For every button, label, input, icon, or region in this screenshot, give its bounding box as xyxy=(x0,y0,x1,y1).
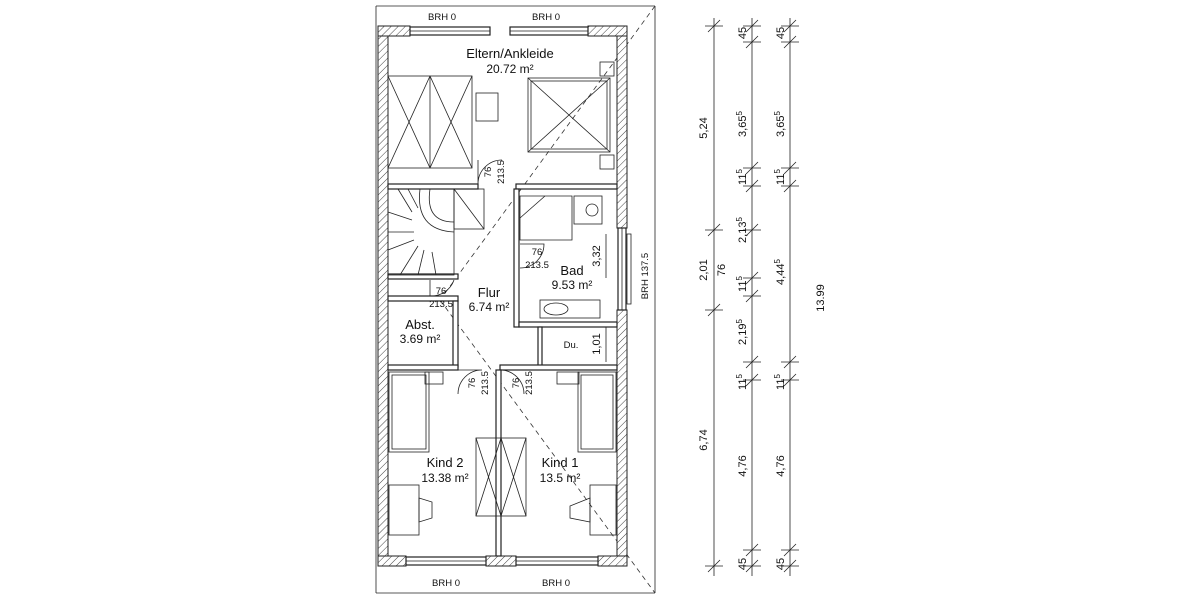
room-area-abst: 3.69 m² xyxy=(400,332,441,346)
room-name-eltern: Eltern/Ankleide xyxy=(466,46,553,61)
door-abst-height: 213.5 xyxy=(429,299,453,310)
room-name-kind1: Kind 1 xyxy=(542,455,579,470)
dim3-seg-1: 3,655 xyxy=(773,111,787,137)
dim3-seg-2: 115 xyxy=(773,169,787,185)
dimension-chain-2: 45 3,655 115 2,135 115 2,195 115 4,76 45… xyxy=(716,27,749,570)
brh-top-left: BRH 0 xyxy=(428,12,456,23)
room-name-abst: Abst. xyxy=(405,317,435,332)
dim-du-height: 1,01 xyxy=(591,333,603,354)
staircase xyxy=(387,188,485,276)
dimension-chain-3: 45 3,655 115 4,445 115 4,76 45 xyxy=(773,27,787,570)
dim2-seg-6: 115 xyxy=(735,374,749,390)
room-name-kind2: Kind 2 xyxy=(427,455,464,470)
dim1-upper: 5,24 xyxy=(698,117,710,138)
dim2-seg-1: 3,655 xyxy=(735,111,749,137)
door-eltern-height: 213.5 xyxy=(496,160,507,184)
inner-dimensions: 3,32 1,01 xyxy=(591,234,607,362)
room-name-bad: Bad xyxy=(560,263,583,278)
dim1-lower: 6,74 xyxy=(698,429,710,450)
door-kind2-height: 213.5 xyxy=(480,371,491,395)
dim2-seg-7: 4,76 xyxy=(737,455,749,476)
dimension-chain-1: 5,24 2,01 6,74 xyxy=(698,117,710,450)
bathroom-fixtures xyxy=(519,195,603,319)
dim2-seg-5: 2,195 xyxy=(735,319,749,345)
door-labels: 76 213.5 76 213.5 76 213.5 76 213.5 76 2… xyxy=(429,160,549,395)
dim3-seg-5: 4,76 xyxy=(775,455,787,476)
room-name-du: Du. xyxy=(564,340,579,351)
room-area-kind1: 13.5 m² xyxy=(540,471,581,485)
dim-total: 13.99 xyxy=(815,284,827,312)
construction-lines xyxy=(375,5,656,594)
room-area-flur: 6.74 m² xyxy=(469,300,510,314)
door-kind1-width: 76 xyxy=(511,378,522,389)
furniture-eltern xyxy=(387,61,615,170)
room-area-eltern: 20.72 m² xyxy=(486,62,533,76)
dim1-middle: 2,01 xyxy=(698,259,710,280)
door-bad-width: 76 xyxy=(532,247,543,258)
dim2-seg-8: 45 xyxy=(737,558,749,570)
brh-bottom-right: BRH 0 xyxy=(542,578,570,589)
room-area-bad: 9.53 m² xyxy=(552,278,593,292)
brh-bottom-left: BRH 0 xyxy=(432,578,460,589)
room-area-kind2: 13.38 m² xyxy=(421,471,468,485)
door-kind2-width: 76 xyxy=(467,378,478,389)
door-abst-width: 76 xyxy=(436,286,447,297)
brh-top-right: BRH 0 xyxy=(532,12,560,23)
furniture-kind xyxy=(388,371,617,536)
door-swings xyxy=(429,159,545,395)
room-name-flur: Flur xyxy=(478,285,501,300)
dim3-seg-4: 115 xyxy=(773,374,787,390)
room-labels: Eltern/Ankleide 20.72 m² Bad 9.53 m² Flu… xyxy=(400,46,593,485)
dim2-seg-2: 115 xyxy=(735,169,749,185)
door-kind1-height: 213.5 xyxy=(524,371,535,395)
dim-bad-height: 3,32 xyxy=(591,245,603,266)
dimension-lines xyxy=(705,18,799,576)
door-bad-height: 213.5 xyxy=(525,260,549,271)
door-eltern-width: 76 xyxy=(483,167,494,178)
brh-side: BRH 137.5 xyxy=(640,253,651,299)
dim2-seg-3: 2,135 xyxy=(735,217,749,243)
dim2-seg-0: 45 xyxy=(737,27,749,39)
brh-labels: BRH 0 BRH 0 BRH 0 BRH 0 BRH 137.5 xyxy=(428,12,651,589)
dim3-seg-0: 45 xyxy=(775,27,787,39)
dim3-seg-6: 45 xyxy=(775,558,787,570)
interior-walls xyxy=(387,183,618,557)
windows xyxy=(405,26,632,566)
dim3-seg-3: 4,445 xyxy=(773,259,787,285)
dim2-extra: 76 xyxy=(716,264,728,276)
dim2-seg-4: 115 xyxy=(735,276,749,292)
